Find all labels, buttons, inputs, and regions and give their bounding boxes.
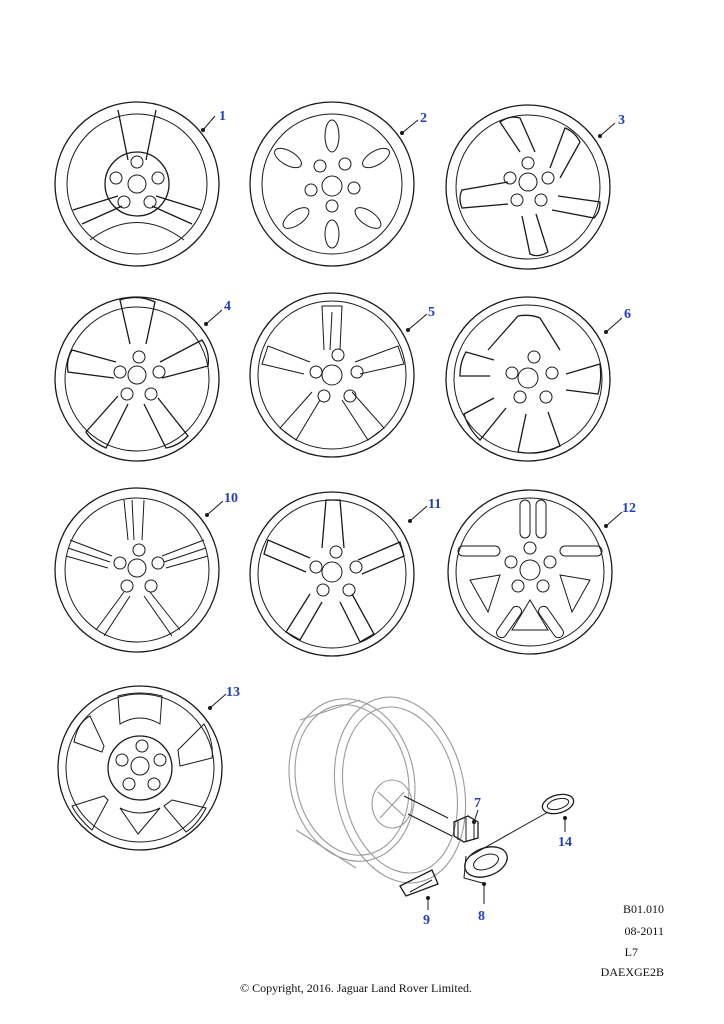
callout-2: 2 bbox=[420, 111, 427, 126]
wheel-5 bbox=[249, 292, 415, 458]
callout-12: 12 bbox=[622, 501, 636, 516]
callout-8: 8 bbox=[478, 909, 485, 924]
callout-14: 14 bbox=[558, 835, 572, 850]
callout-5: 5 bbox=[428, 305, 435, 320]
callout-3: 3 bbox=[618, 113, 625, 128]
wheel-1 bbox=[54, 101, 220, 267]
callout-11: 11 bbox=[428, 497, 441, 512]
model-code: L7 bbox=[624, 945, 638, 959]
exploded-wheel-assembly bbox=[288, 696, 549, 884]
callout-1: 1 bbox=[219, 109, 226, 124]
wheel-4 bbox=[54, 296, 220, 462]
wheel-2 bbox=[249, 101, 415, 267]
callout-10: 10 bbox=[224, 491, 238, 506]
wheel-13 bbox=[57, 685, 223, 851]
balance-weight bbox=[399, 869, 439, 897]
wheel-3 bbox=[445, 104, 611, 270]
centre-cap bbox=[463, 846, 508, 885]
wheel-11 bbox=[249, 491, 415, 657]
issue-date: 08-2011 bbox=[624, 924, 664, 938]
callout-7: 7 bbox=[474, 796, 481, 811]
copyright: © Copyright, 2016. Jaguar Land Rover Lim… bbox=[239, 981, 473, 995]
drawing-code: DAEXGE2B bbox=[600, 965, 664, 979]
callout-4: 4 bbox=[224, 299, 231, 314]
badge bbox=[541, 793, 575, 815]
wheel-10 bbox=[54, 487, 220, 653]
callout-13: 13 bbox=[226, 685, 240, 700]
wheel-6 bbox=[445, 296, 611, 462]
wheel-12 bbox=[447, 489, 613, 655]
callout-6: 6 bbox=[624, 307, 631, 322]
callout-9: 9 bbox=[423, 913, 430, 928]
reference-code: B01.010 bbox=[622, 902, 664, 916]
